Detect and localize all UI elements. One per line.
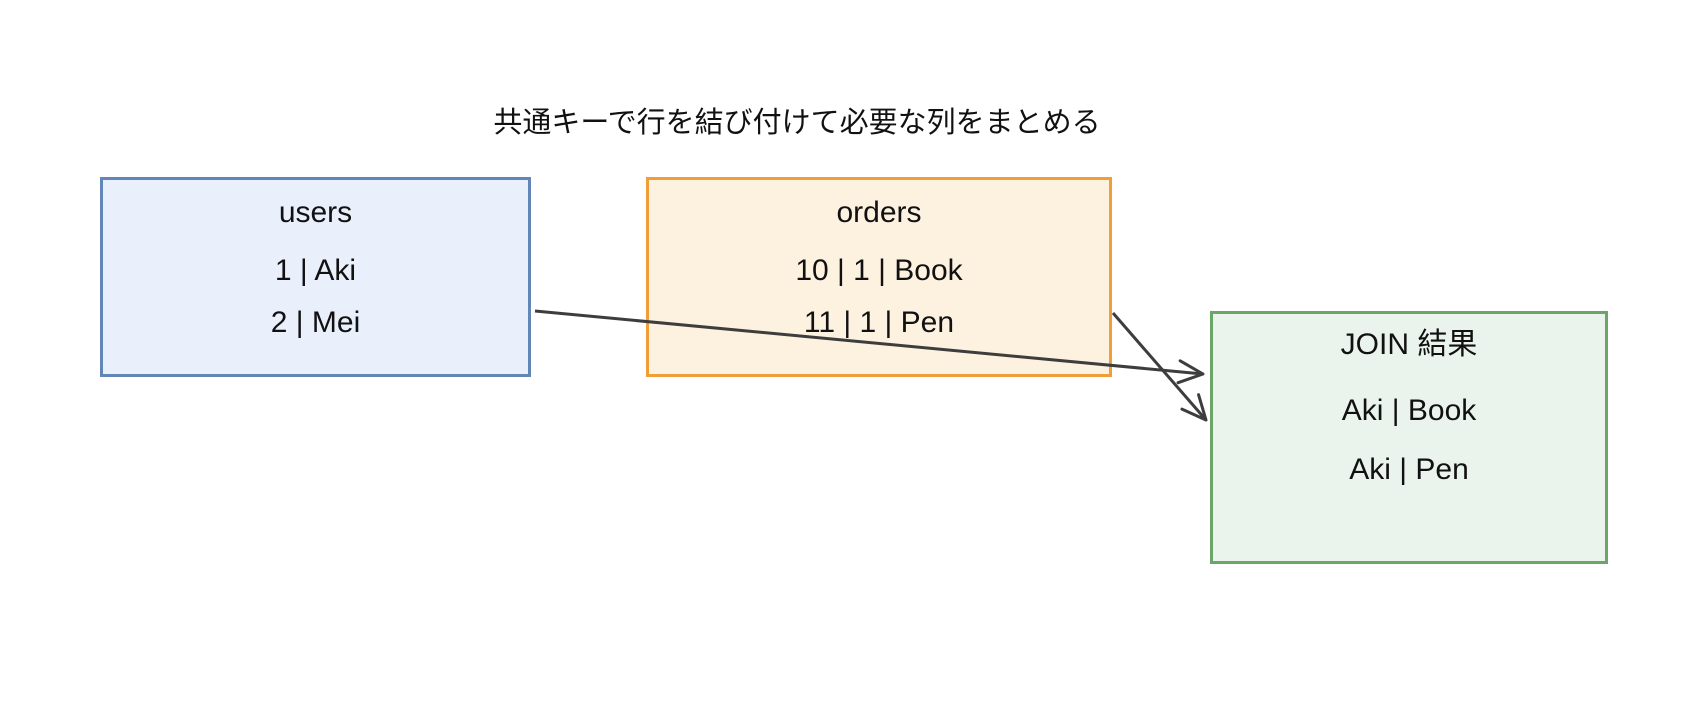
diagram-title: 共通キーで行を結び付けて必要な列をまとめる [493, 107, 1101, 139]
users-row-1: 1 | Aki [274, 254, 357, 287]
join-row-2: Aki | Pen [1349, 453, 1469, 486]
join-result-label: JOIN 結果 [1340, 328, 1478, 361]
join-result-box: JOIN 結果 Aki | Book Aki | Pen [1210, 311, 1608, 564]
users-row-2: 2 | Mei [270, 306, 361, 339]
arrow-orders-to-join [1111, 312, 1208, 422]
orders-row-1: 10 | 1 | Book [795, 254, 963, 287]
users-table-label: users [278, 196, 353, 229]
join-row-1: Aki | Book [1341, 394, 1477, 427]
orders-table-label: orders [836, 196, 922, 229]
users-table-box: users 1 | Aki 2 | Mei [100, 177, 531, 377]
orders-table-box: orders 10 | 1 | Book 11 | 1 | Pen [646, 177, 1112, 377]
orders-row-2: 11 | 1 | Pen [803, 306, 955, 339]
